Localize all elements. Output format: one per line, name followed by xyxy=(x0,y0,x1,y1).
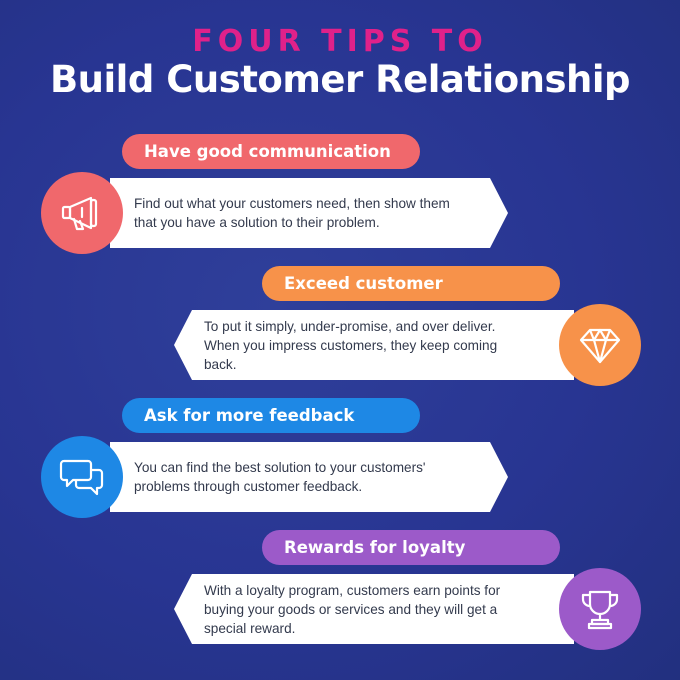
tip-2-card: To put it simply, under-promise, and ove… xyxy=(174,310,574,380)
tip-3-heading: Ask for more feedback xyxy=(122,398,420,433)
chat-bubbles-icon xyxy=(59,459,104,496)
tip-4-heading: Rewards for loyalty customers xyxy=(262,530,560,592)
megaphone-icon xyxy=(61,196,98,231)
diamond-icon xyxy=(579,328,621,364)
tip-1-body: Find out what your customers need, then … xyxy=(134,196,450,230)
tip-1-heading: Have good communication xyxy=(122,134,420,169)
trophy-icon xyxy=(581,590,619,630)
tip-3-icon-badge xyxy=(41,436,123,518)
tip-4-card: With a loyalty program, customers earn p… xyxy=(174,574,574,644)
tip-1-icon-badge xyxy=(41,172,123,254)
kicker-text: FOUR TIPS TO xyxy=(192,24,488,59)
tip-3-card: You can find the best solution to your c… xyxy=(110,442,508,512)
tip-2-heading: Exceed customer expectations xyxy=(262,266,560,328)
tip-4-icon-badge xyxy=(559,568,641,650)
tip-2-body: To put it simply, under-promise, and ove… xyxy=(204,318,498,372)
tip-3-body: You can find the best solution to your c… xyxy=(134,460,426,494)
tip-4-body: With a loyalty program, customers earn p… xyxy=(204,582,501,636)
page-title: Build Customer Relationship xyxy=(49,58,631,101)
tip-1-card: Find out what your customers need, then … xyxy=(110,178,508,248)
tip-2-icon-badge xyxy=(559,304,641,386)
